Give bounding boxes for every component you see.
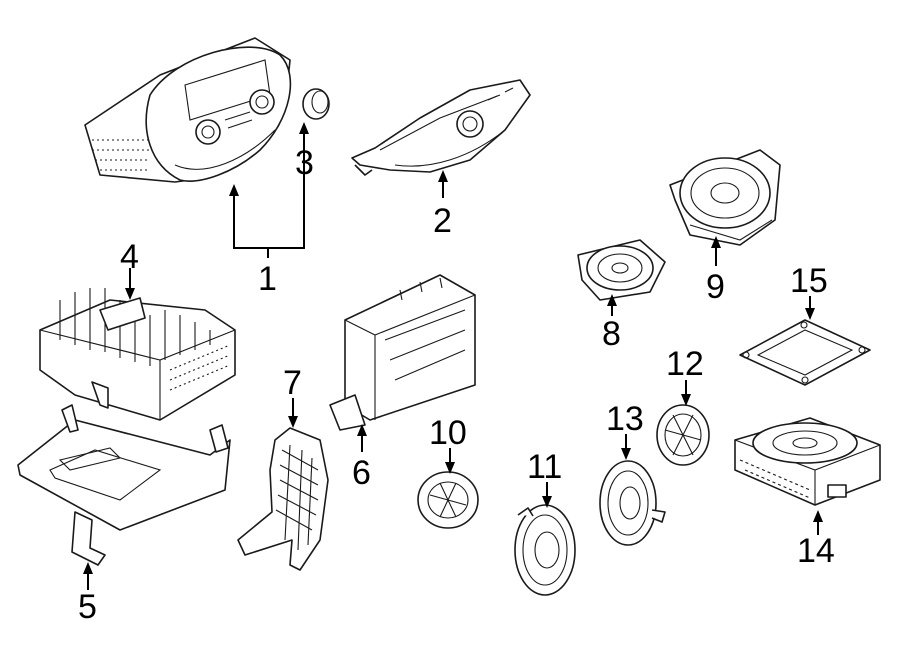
knob <box>302 88 330 120</box>
callout-14: 14 <box>797 532 835 570</box>
mesh-bracket <box>237 427 329 571</box>
callout-11: 11 <box>527 448 562 486</box>
callout-labels: 1 2 3 4 5 6 7 8 9 10 11 12 13 14 15 <box>78 144 835 626</box>
radio-head-unit <box>84 37 292 183</box>
callout-5: 5 <box>78 588 97 626</box>
tweeter-right <box>656 404 710 466</box>
callout-6: 6 <box>352 454 371 492</box>
control-module <box>329 274 476 431</box>
callout-10: 10 <box>429 414 467 452</box>
amplifier-bracket <box>17 404 231 566</box>
callout-4: 4 <box>120 238 139 276</box>
callout-9: 9 <box>706 268 725 306</box>
callout-15: 15 <box>790 262 828 300</box>
door-speaker-rear <box>599 460 666 546</box>
speaker-tweeter-plate <box>577 239 666 301</box>
subwoofer <box>734 417 881 506</box>
speaker-gasket <box>739 319 871 386</box>
leader-lines <box>83 122 823 590</box>
control-panel <box>351 79 531 176</box>
callout-2: 2 <box>433 202 452 240</box>
callout-3: 3 <box>295 144 314 182</box>
callout-1: 1 <box>258 260 277 298</box>
tweeter-left <box>417 471 479 529</box>
callout-7: 7 <box>283 364 302 402</box>
callout-8: 8 <box>602 315 621 353</box>
callout-13: 13 <box>606 400 644 438</box>
speaker-large <box>669 149 781 246</box>
callout-12: 12 <box>666 345 704 383</box>
door-speaker-front <box>514 504 576 596</box>
amplifier <box>39 288 236 421</box>
